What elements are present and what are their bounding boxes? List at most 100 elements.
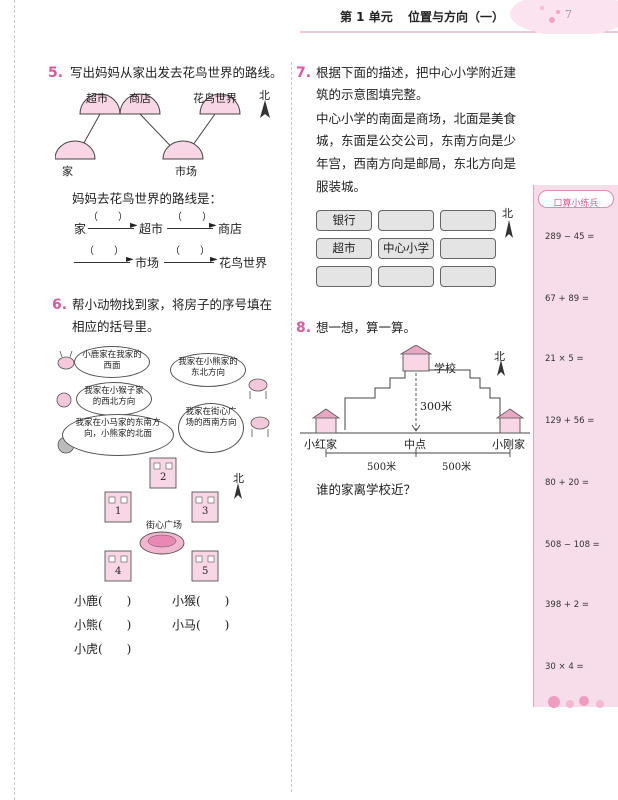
house-2-number: 2 xyxy=(160,472,167,483)
horse-icon xyxy=(248,378,268,399)
problem-3: 21 × 5 = xyxy=(545,354,584,364)
q7-north-label: 北 xyxy=(502,207,513,220)
bubble-5-text: 我家在街心广场的西南方向 xyxy=(185,407,237,428)
label-store: 商店 xyxy=(129,92,151,105)
route1-arrow-1 xyxy=(88,228,134,229)
right-house xyxy=(499,416,521,434)
q6-north-arrow xyxy=(234,483,242,499)
q5-number: 5. xyxy=(48,65,64,81)
q7-question-line2: 筑的示意图填完整。 xyxy=(316,87,429,102)
route1-home: 家 xyxy=(74,222,87,236)
house-3-number: 3 xyxy=(202,506,209,517)
route2-arrow-1 xyxy=(74,262,130,263)
answer-bear[interactable]: 小熊( ) xyxy=(74,618,132,632)
answer-tiger[interactable]: 小虎( ) xyxy=(74,642,132,656)
route1-blank-1[interactable]: （ ） xyxy=(88,212,128,223)
route1-blank-2[interactable]: （ ） xyxy=(172,212,212,223)
route1-arrow-head-1: ► xyxy=(130,220,138,231)
page-number: 7 xyxy=(565,8,572,21)
problem-4: 129 + 56 = xyxy=(545,416,595,426)
grid-cell-s[interactable] xyxy=(378,266,434,287)
bubble-3-text: 我家在小猴子家的西北方向 xyxy=(84,386,144,407)
q6-north-label: 北 xyxy=(233,472,244,485)
q7-north-arrow xyxy=(505,220,513,238)
bubble-3: 我家在小猴子家的西北方向 xyxy=(76,382,152,416)
height-label: 300米 xyxy=(420,400,452,413)
route1-store: 商店 xyxy=(218,222,243,236)
flower-world-shape xyxy=(199,93,241,115)
sidebar-ruler xyxy=(533,185,536,707)
house-5-number: 5 xyxy=(202,566,209,577)
q8-diagram xyxy=(300,345,530,457)
column-divider xyxy=(291,62,292,792)
dist-right-label: 500米 xyxy=(440,458,474,473)
route2-market: 市场 xyxy=(135,256,160,270)
problem-1: 289 − 45 = xyxy=(545,232,595,242)
school-label: 学校 xyxy=(434,362,456,375)
bubble-4: 我家在小马家的东南方向，小熊家的北面 xyxy=(62,414,174,456)
q7-desc-line1: 中心小学的南面是商场，北面是美食 xyxy=(316,111,517,126)
store-shape xyxy=(119,93,161,115)
q8-question: 想一想，算一算。 xyxy=(316,320,417,335)
market-shape xyxy=(162,140,204,160)
route1-arrow-head-2: ► xyxy=(209,220,217,231)
sidebar-panel xyxy=(533,185,618,707)
grid-cell-sw[interactable] xyxy=(316,266,372,287)
label-market: 市场 xyxy=(175,165,197,178)
grid-cell-n[interactable] xyxy=(378,210,434,231)
route1-supermarket: 超市 xyxy=(139,222,164,236)
q6-number: 6. xyxy=(52,297,68,313)
problem-8: 30 × 4 = xyxy=(545,662,584,672)
q7-number: 7. xyxy=(296,65,312,81)
grid-cell-ne[interactable] xyxy=(440,210,496,231)
school-building xyxy=(402,352,430,372)
bubble-1: 小鹿家在我家的西面 xyxy=(74,346,150,378)
route2-blank-1[interactable]: （ ） xyxy=(84,246,124,257)
answer-deer[interactable]: 小鹿( ) xyxy=(74,594,132,608)
q7-desc-line3: 年宫，西南方向是邮局，东北方向是 xyxy=(316,156,517,171)
left-house-label: 小红家 xyxy=(304,438,337,451)
route-title: 妈妈去花鸟世界的路线是： xyxy=(72,191,223,206)
monkey-icon xyxy=(56,392,72,408)
label-supermarket: 超市 xyxy=(86,92,108,105)
route2-arrow-head-1: ► xyxy=(126,254,134,265)
route2-blank-2[interactable]: （ ） xyxy=(170,246,210,257)
margin-line xyxy=(14,0,15,800)
q5-map xyxy=(55,93,270,160)
answer-monkey[interactable]: 小猴( ) xyxy=(172,594,230,608)
q8-north-label: 北 xyxy=(494,350,505,363)
bubble-2-text: 我家在小熊家的东北方向 xyxy=(178,357,238,378)
stairs-outline xyxy=(344,369,501,430)
problem-7: 398 + 2 = xyxy=(545,600,589,610)
grid-cell-w[interactable]: 超市 xyxy=(316,238,372,259)
label-north: 北 xyxy=(259,89,270,102)
q6-map xyxy=(104,457,242,582)
q8-ask: 谁的家离学校近？ xyxy=(316,482,417,497)
grid-cell-center[interactable]: 中心小学 xyxy=(378,238,434,259)
route2-flower-world: 花鸟世界 xyxy=(219,256,268,270)
plaza-label: 街心广场 xyxy=(146,521,183,531)
dist-left-label: 500米 xyxy=(365,458,399,473)
unit-label: 第 1 单元 xyxy=(340,10,393,24)
home-shape xyxy=(55,140,96,160)
route1-arrow-2 xyxy=(167,228,213,229)
header-decoration xyxy=(300,0,618,34)
house-4-number: 4 xyxy=(115,566,122,577)
grid-cell-e[interactable] xyxy=(440,238,496,259)
q7-desc-line2: 城，东面是公交公司，东南方向是少 xyxy=(316,133,517,148)
route2-arrow-2 xyxy=(164,262,214,263)
bubble-2: 我家在小熊家的东北方向 xyxy=(170,353,246,387)
supermarket-shape xyxy=(79,93,121,115)
problem-2: 67 + 89 = xyxy=(545,294,589,304)
sidebar-flower-decoration xyxy=(548,696,604,708)
left-house xyxy=(315,416,337,434)
grid-cell-se[interactable] xyxy=(440,266,496,287)
answer-horse[interactable]: 小马( ) xyxy=(172,618,230,632)
grid-cell-nw[interactable]: 银行 xyxy=(316,210,372,231)
label-flower-world: 花鸟世界 xyxy=(193,92,237,105)
north-arrow xyxy=(260,100,270,118)
header-bar: 第 1 单元 位置与方向（一） 7 xyxy=(300,0,618,34)
problem-5: 80 + 20 = xyxy=(545,478,589,488)
bubble-1-text: 小鹿家在我家的西面 xyxy=(82,350,142,371)
right-house-label: 小刚家 xyxy=(492,438,525,451)
